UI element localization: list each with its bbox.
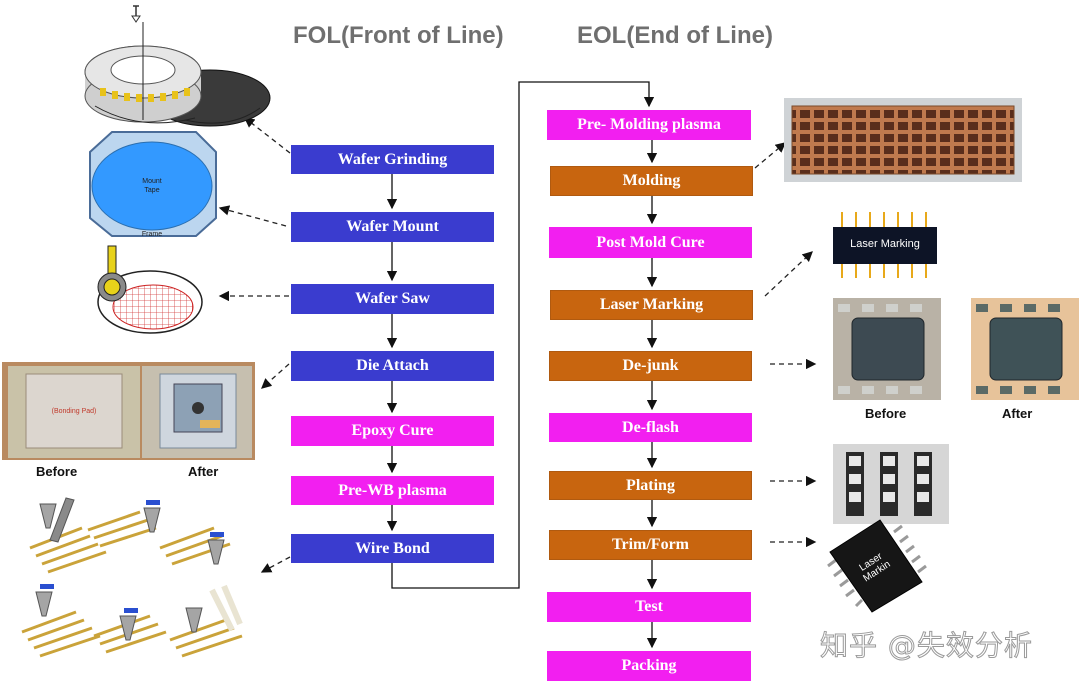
lead-frame-strip-photo xyxy=(784,98,1022,182)
dejunk-after-caption: After xyxy=(1002,406,1033,421)
eol-dashed-pointers xyxy=(754,142,817,548)
step-wafer-saw: Wafer Saw xyxy=(291,284,494,314)
svg-text:(Bonding Pad): (Bonding Pad) xyxy=(52,408,97,415)
step-laser-marking: Laser Marking xyxy=(550,290,753,320)
step-test: Test xyxy=(547,592,751,622)
eol-heading: EOL(End of Line) xyxy=(577,22,773,49)
step-wafer-grinding: Wafer Grinding xyxy=(291,145,494,174)
fol-heading: FOL(Front of Line) xyxy=(293,22,504,49)
svg-text:Frame: Frame xyxy=(142,231,162,238)
laser-marking-chip-icon xyxy=(833,212,937,278)
step-wire-bond: Wire Bond xyxy=(291,534,494,563)
step-epoxy-cure: Epoxy Cure xyxy=(291,416,494,446)
step-post-mold-cure: Post Mold Cure xyxy=(549,227,752,258)
fol-dashed-pointers xyxy=(218,117,291,573)
die-attach-photos: (Bonding Pad) xyxy=(2,362,255,460)
step-pre-molding-plasma: Pre- Molding plasma xyxy=(547,110,751,140)
step-die-attach: Die Attach xyxy=(291,351,494,381)
dejunk-before-photo xyxy=(833,298,941,400)
dejunk-before-caption: Before xyxy=(865,406,907,421)
svg-text:Mount: Mount xyxy=(142,178,162,185)
step-wafer-mount: Wafer Mount xyxy=(291,212,494,242)
laser-marking-tag-label: Laser Marking xyxy=(850,238,920,250)
step-packing: Packing xyxy=(547,651,751,681)
dejunk-after-photo xyxy=(971,298,1079,400)
wire-bond-illustration xyxy=(21,497,243,658)
watermark: 知乎 @失效分析 xyxy=(820,629,1033,663)
svg-text:Tape: Tape xyxy=(144,187,159,194)
step-molding: Molding xyxy=(550,166,753,196)
step-trim-form: Trim/Form xyxy=(549,530,752,560)
step-pre-wb-plasma: Pre-WB plasma xyxy=(291,476,494,505)
wafer-saw-illustration xyxy=(97,245,203,334)
step-plating: Plating xyxy=(549,471,752,500)
wafer-grinding-illustration xyxy=(84,5,271,127)
step-de-flash: De-flash xyxy=(549,413,752,442)
plating-photo xyxy=(833,444,949,524)
soic-package-illustration xyxy=(827,519,927,613)
fol-to-eol-connector xyxy=(391,81,655,589)
step-de-junk: De-junk xyxy=(549,351,752,381)
die-before-caption: Before xyxy=(36,464,78,479)
wafer-mount-illustration: Mount Tape Frame xyxy=(89,131,217,238)
die-after-caption: After xyxy=(188,464,219,479)
